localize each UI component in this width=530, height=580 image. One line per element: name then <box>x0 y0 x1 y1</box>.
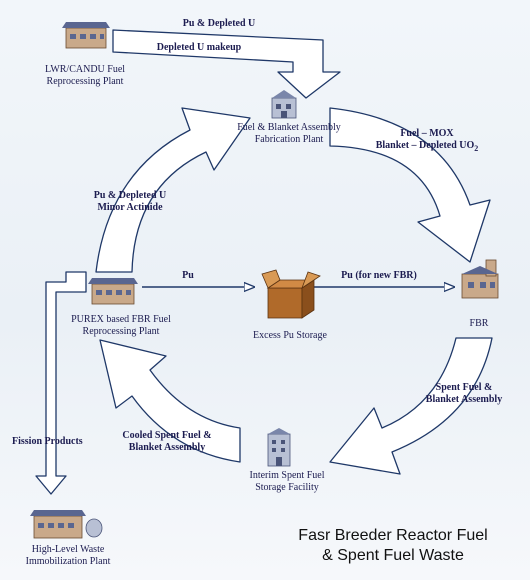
arrow-purex-to-fab <box>95 107 251 273</box>
factory-icon <box>62 22 110 49</box>
node-hlw-label: High-Level Waste Immobilization Plant <box>6 544 130 568</box>
building-icon <box>271 90 297 119</box>
node-fab-line1: Fuel & Blanket Assembly <box>237 122 341 133</box>
node-fbr-line1: FBR <box>469 318 489 329</box>
node-excess-label: Excess Pu Storage <box>240 330 340 342</box>
flow-uo2-subscript: 2 <box>474 144 479 153</box>
flow-pu-minor-actinide: Pu & Depleted U Minor Actinide <box>80 190 180 214</box>
flow-pu: Pu <box>182 270 194 281</box>
node-hlw-line2: Immobilization Plant <box>25 556 111 567</box>
storage-box-icon <box>261 269 321 319</box>
arrow-lwr-to-fab <box>112 29 341 99</box>
flow-cooled-spent-fuel: Cooled Spent Fuel & Blanket Assembly <box>112 430 222 454</box>
flow-cooled-line2: Blanket Assembly <box>128 442 206 453</box>
node-interim-line2: Storage Facility <box>255 482 319 493</box>
diagram-caption: Fasr Breeder Reactor Fuel & Spent Fuel W… <box>262 526 524 566</box>
node-purex-label: PUREX based FBR Fuel Reprocessing Plant <box>56 314 186 338</box>
flow-minor-actinide: Minor Actinide <box>97 202 163 213</box>
node-excess-line1: Excess Pu Storage <box>253 330 327 341</box>
flow-spent-fuel-line1: Spent Fuel & <box>435 382 493 393</box>
node-hlw-line1: High-Level Waste <box>31 544 105 555</box>
arrow-interim-to-purex <box>99 339 241 463</box>
flow-fuel-blanket: Fuel – MOX Blanket – Depleted UO2 <box>352 128 502 155</box>
node-lwr-line1: LWR/CANDU Fuel <box>44 64 126 75</box>
flow-cooled-line1: Cooled Spent Fuel & <box>122 430 212 441</box>
flow-pu-depleted-u-left: Pu & Depleted U <box>93 190 167 201</box>
flow-spent-fuel-line2: Blanket Assembly <box>425 394 503 405</box>
reactor-icon <box>461 259 499 299</box>
arrow-purex-to-hlw <box>35 271 87 495</box>
flow-fission-products: Fission Products <box>12 436 83 447</box>
caption-line1: Fasr Breeder Reactor Fuel <box>298 527 488 544</box>
node-interim-line1: Interim Spent Fuel <box>249 470 325 481</box>
caption-line2: & Spent Fuel Waste <box>322 547 464 564</box>
flow-depleted-u-makeup: Depleted U makeup <box>156 42 242 53</box>
flow-blanket-uo2-line: Blanket – Depleted UO2 <box>352 140 502 155</box>
arrow-fbr-to-interim <box>329 337 493 475</box>
node-fab-line2: Fabrication Plant <box>254 134 324 145</box>
flow-fuel-mox: Fuel – MOX <box>400 128 454 139</box>
node-purex-line1: PUREX based FBR Fuel <box>71 314 171 325</box>
node-fbr-label: FBR <box>454 318 504 330</box>
node-lwr-label: LWR/CANDU Fuel Reprocessing Plant <box>20 64 150 88</box>
flow-pu-depleted-u-top: Pu & Depleted U <box>182 18 256 29</box>
factory-icon <box>88 278 138 305</box>
node-lwr-line2: Reprocessing Plant <box>46 76 124 87</box>
node-fab-label: Fuel & Blanket Assembly Fabrication Plan… <box>214 122 364 146</box>
flow-pu-new-fbr: Pu (for new FBR) <box>341 270 417 281</box>
factory-icon <box>30 510 103 539</box>
node-interim-label: Interim Spent Fuel Storage Facility <box>232 470 342 494</box>
arrow-fab-to-fbr <box>329 107 491 263</box>
flow-spent-fuel: Spent Fuel & Blanket Assembly <box>414 382 514 406</box>
flow-blanket-depleted-uo2: Blanket – Depleted UO <box>375 140 475 151</box>
node-purex-line2: Reprocessing Plant <box>82 326 160 337</box>
storage-building-icon <box>267 428 291 467</box>
